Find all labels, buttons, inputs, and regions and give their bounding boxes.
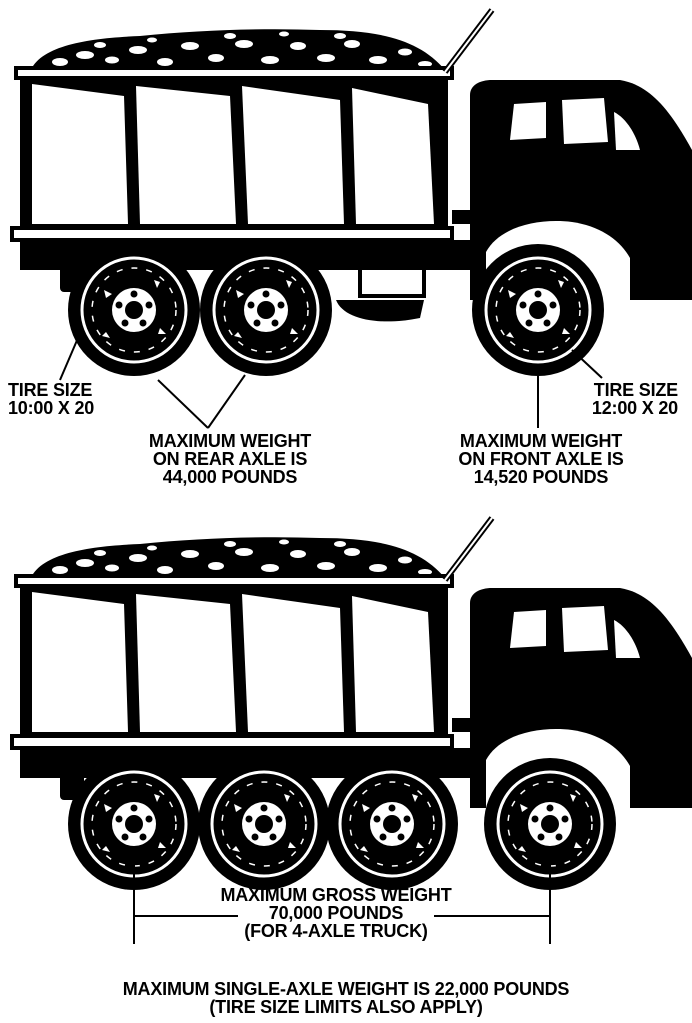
wheel-icon [68, 244, 200, 376]
rear-tire-label: TIRE SIZE 10:00 X 20 [8, 381, 94, 417]
gravel-load-icon [30, 537, 445, 580]
front-axle-weight-label: MAXIMUM WEIGHT ON FRONT AXLE IS 14,520 P… [410, 432, 672, 486]
rear-axle-line3: 44,000 POUNDS [110, 468, 350, 486]
wheel-icon [198, 758, 330, 890]
front-axle-line1: MAXIMUM WEIGHT [410, 432, 672, 450]
front-axle-line2: ON FRONT AXLE IS [410, 450, 672, 468]
footer-line1: MAXIMUM SINGLE-AXLE WEIGHT IS 22,000 POU… [0, 980, 692, 998]
bottom-truck [12, 518, 692, 890]
gross-weight-line3: (FOR 4-AXLE TRUCK) [186, 922, 486, 940]
gross-weight-label: MAXIMUM GROSS WEIGHT 70,000 POUNDS (FOR … [186, 886, 486, 940]
front-tire-size: 12:00 X 20 [548, 399, 678, 417]
front-axle-line3: 14,520 POUNDS [410, 468, 672, 486]
front-tire-title: TIRE SIZE [548, 381, 678, 399]
rear-axle-line2: ON REAR AXLE IS [110, 450, 350, 468]
gravel-load-icon [30, 29, 445, 72]
footer-note: MAXIMUM SINGLE-AXLE WEIGHT IS 22,000 POU… [0, 980, 692, 1016]
rear-tire-size: 10:00 X 20 [8, 399, 94, 417]
rear-axle-line1: MAXIMUM WEIGHT [110, 432, 350, 450]
footer-line2: (TIRE SIZE LIMITS ALSO APPLY) [0, 998, 692, 1016]
rear-tire-title: TIRE SIZE [8, 381, 94, 399]
rear-axle-weight-label: MAXIMUM WEIGHT ON REAR AXLE IS 44,000 PO… [110, 432, 350, 486]
front-tire-label: TIRE SIZE 12:00 X 20 [548, 381, 678, 417]
top-truck [12, 10, 692, 428]
gross-weight-line2: 70,000 POUNDS [186, 904, 486, 922]
gross-weight-line1: MAXIMUM GROSS WEIGHT [186, 886, 486, 904]
wheel-icon [472, 244, 604, 376]
wheel-icon [326, 758, 458, 890]
wheel-icon [200, 244, 332, 376]
